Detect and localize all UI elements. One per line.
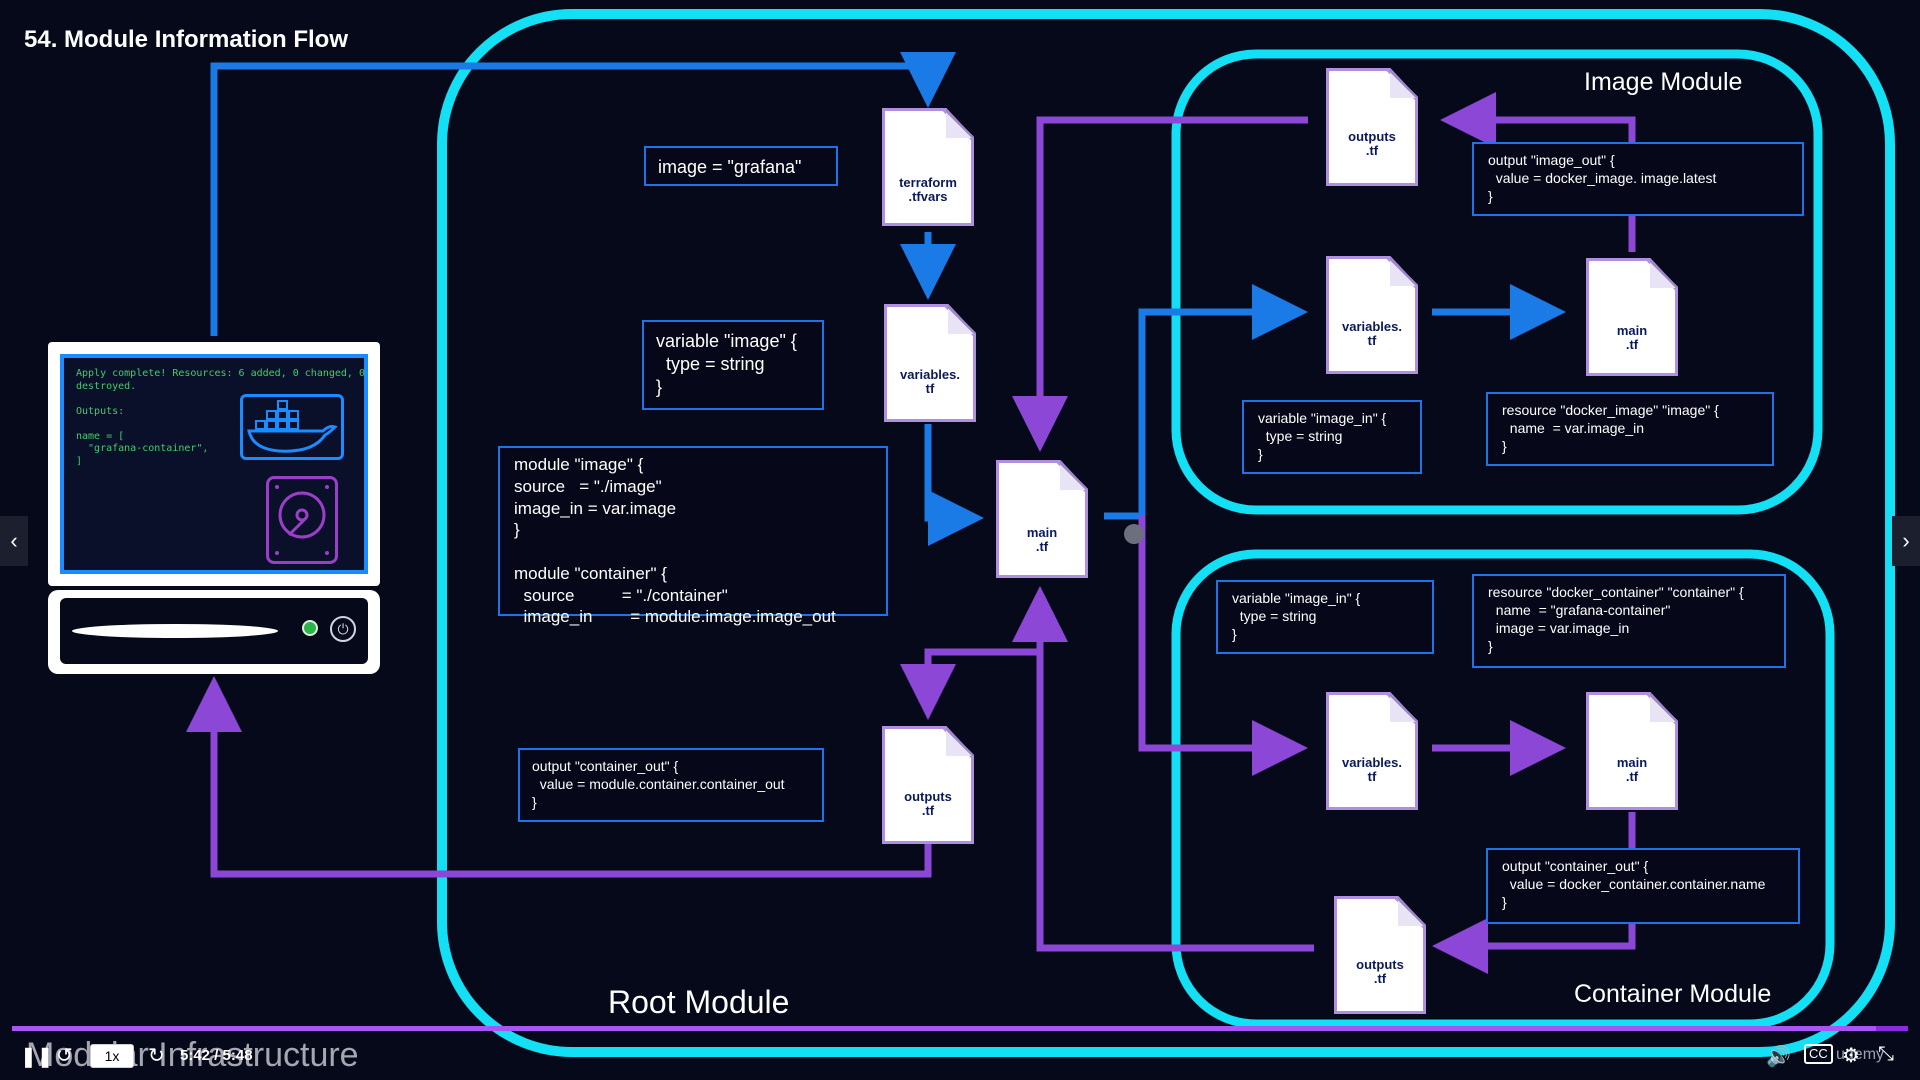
monitor-screen: Apply complete! Resources: 6 added, 0 ch…: [60, 354, 368, 574]
root-outputs-file-icon: outputs .tf: [882, 726, 974, 844]
settings-icon[interactable]: ⚙: [1842, 1045, 1860, 1067]
arrow-image-outputs-to-root-main: [1012, 116, 1308, 452]
video-progress-fill: [12, 1026, 1876, 1031]
root-variable-code: variable "image" { type = string }: [642, 320, 824, 410]
power-led: [302, 620, 318, 636]
course-title: Modular Infrastructure: [26, 1036, 359, 1074]
video-progress-bar[interactable]: [12, 1026, 1908, 1031]
arrow-main-to-container-variables: [1138, 516, 1308, 776]
container-outputs-file-label: outputs .tf: [1356, 957, 1404, 987]
container-resource-code: resource "docker_container" "container" …: [1472, 574, 1786, 668]
video-timecode: 5:42 / 5:48: [180, 1047, 253, 1064]
container-outputs-file-icon: outputs .tf: [1334, 896, 1426, 1014]
root-module-blocks-code: module "image" { source = "./image" imag…: [498, 446, 888, 626]
container-output-code: output "container_out" { value = docker_…: [1486, 848, 1800, 924]
power-icon: ⏻: [330, 616, 356, 642]
captions-icon[interactable]: CC: [1804, 1044, 1833, 1064]
image-variable-code: variable "image_in" { type = string }: [1242, 400, 1422, 474]
root-module-outline: [437, 9, 1895, 1057]
tfvars-file-label: terraform .tfvars: [899, 175, 957, 205]
arrow-main-to-image-variables: [1104, 284, 1308, 520]
image-module-outline: [1171, 49, 1823, 515]
root-output-code: output "container_out" { value = module.…: [518, 748, 824, 822]
fullscreen-icon[interactable]: ⤡: [1878, 1043, 1894, 1065]
volume-icon[interactable]: 🔊: [1766, 1046, 1791, 1068]
container-variable-code: variable "image_in" { type = string }: [1216, 580, 1434, 654]
root-outputs-file-label: outputs .tf: [904, 789, 952, 819]
udemy-watermark: udemy: [1836, 1046, 1885, 1063]
rewind-icon[interactable]: ↺: [56, 1045, 73, 1067]
root-main-file-icon: main .tf: [996, 460, 1088, 578]
image-module-label: Image Module: [1584, 68, 1743, 96]
disk-slot: [72, 624, 278, 638]
root-variables-file-icon: variables. tf: [884, 304, 976, 422]
arrow-outputs-to-computer: [186, 676, 932, 878]
container-variables-file-icon: variables. tf: [1326, 692, 1418, 810]
root-main-file-label: main .tf: [1026, 525, 1058, 555]
image-variables-file-label: variables. tf: [1342, 319, 1402, 349]
tfvars-file-icon: terraform .tfvars: [882, 108, 974, 226]
image-outputs-file-icon: outputs .tf: [1326, 68, 1418, 186]
container-module-label: Container Module: [1574, 980, 1772, 1008]
container-main-file-icon: main .tf: [1586, 692, 1678, 810]
container-main-file-label: main .tf: [1616, 755, 1648, 785]
console-output: Apply complete! Resources: 6 added, 0 ch…: [76, 368, 365, 467]
container-variables-file-label: variables. tf: [1342, 755, 1402, 785]
arrow-container-outputs-to-root-main: [1012, 586, 1314, 952]
hard-disk-icon: [266, 476, 338, 564]
image-variables-file-icon: variables. tf: [1326, 256, 1418, 374]
root-module-label: Root Module: [608, 984, 790, 1020]
image-main-file-icon: main .tf: [1586, 258, 1678, 376]
image-resource-code: resource "docker_image" "image" { name =…: [1486, 392, 1774, 466]
arrow-main-to-root-outputs: [900, 648, 1040, 720]
lecture-title: 54. Module Information Flow: [24, 26, 348, 53]
tfvars-code: image = "grafana": [644, 146, 838, 186]
pause-icon[interactable]: ❚❚: [20, 1046, 54, 1068]
forward-icon[interactable]: ↻: [148, 1045, 165, 1067]
arrow-variables-to-main: [924, 424, 984, 546]
image-output-code: output "image_out" { value = docker_imag…: [1472, 142, 1804, 216]
previous-lecture-button[interactable]: ‹: [0, 516, 28, 566]
docker-whale-icon: [240, 394, 344, 460]
root-variables-file-label: variables. tf: [900, 367, 960, 397]
image-main-file-label: main .tf: [1616, 323, 1648, 353]
arrow-computer-to-tfvars: [210, 52, 956, 336]
next-lecture-button[interactable]: ›: [1892, 516, 1920, 566]
cursor-dot: [1124, 524, 1144, 544]
playback-speed-button[interactable]: 1x: [90, 1044, 134, 1068]
image-outputs-file-label: outputs .tf: [1348, 129, 1396, 159]
container-module-outline: [1171, 549, 1835, 1029]
